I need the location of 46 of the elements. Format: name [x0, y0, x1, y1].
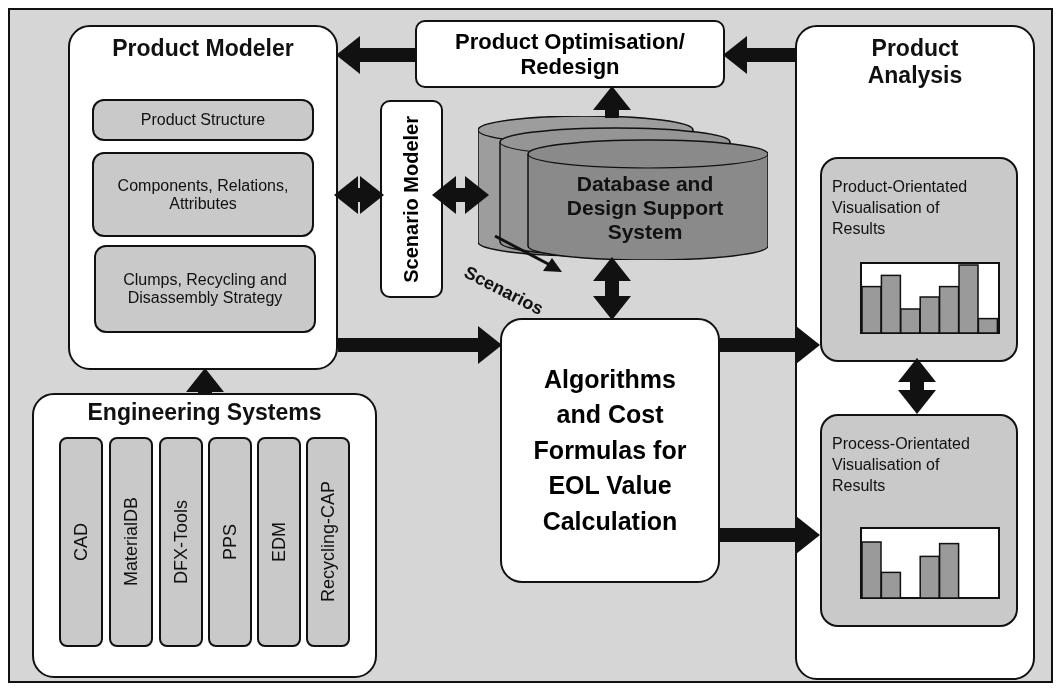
system-label: PPS: [219, 524, 241, 560]
component-label: Components, Relations, Attributes: [116, 176, 290, 213]
system-box: [208, 437, 252, 647]
component-box: [92, 99, 314, 141]
system-box: [306, 437, 350, 647]
block-arrow: [186, 368, 224, 393]
block-arrow: [593, 257, 631, 320]
visualisation-label: Product-Orientated Visualisation of Results: [832, 177, 969, 239]
system-label: EDM: [268, 522, 290, 562]
system-label: Recycling-CAP: [317, 481, 339, 603]
module-panel: [32, 393, 377, 678]
panel-heading: Engineering Systems: [86, 399, 323, 426]
process-box: [500, 318, 720, 583]
system-label: CAD: [70, 523, 92, 561]
block-arrow: [720, 516, 820, 554]
block-arrow: [432, 176, 489, 214]
module-label: Scenario Modeler: [400, 115, 423, 283]
component-label: Product Structure: [140, 111, 266, 129]
block-arrow: [593, 86, 631, 118]
system-label: DFX-Tools: [170, 500, 192, 584]
block-arrow: [720, 326, 820, 364]
panel-heading: Product Modeler: [111, 35, 295, 62]
panel-heading: Product Analysis: [866, 35, 964, 89]
system-box: [159, 437, 203, 647]
component-box: [94, 245, 316, 333]
visualisation-panel: [820, 414, 1018, 627]
block-arrow: [336, 36, 415, 74]
block-arrow: [334, 176, 384, 214]
visualisation-panel: [820, 157, 1018, 362]
database-label: Database and Design Support System: [565, 172, 725, 245]
process-label: Algorithms and Cost Formulas for EOL Value Calculation: [532, 363, 688, 537]
system-box: [109, 437, 153, 647]
system-label: MaterialDB: [120, 497, 142, 587]
system-box: [257, 437, 301, 647]
visualisation-label: Process-Orientated Visualisation of Results: [832, 434, 971, 496]
block-arrow: [723, 36, 795, 74]
component-label: Clumps, Recycling and Disassembly Strategy: [122, 271, 288, 307]
module-panel: [68, 25, 338, 370]
system-box: [59, 437, 103, 647]
block-arrow: [338, 326, 502, 364]
process-label: Product Optimisation/ Redesign: [454, 28, 686, 80]
module-panel: [795, 25, 1035, 680]
component-box: [92, 152, 314, 237]
block-arrow: [898, 358, 936, 414]
module-box: [380, 100, 443, 298]
process-box: [415, 20, 725, 88]
